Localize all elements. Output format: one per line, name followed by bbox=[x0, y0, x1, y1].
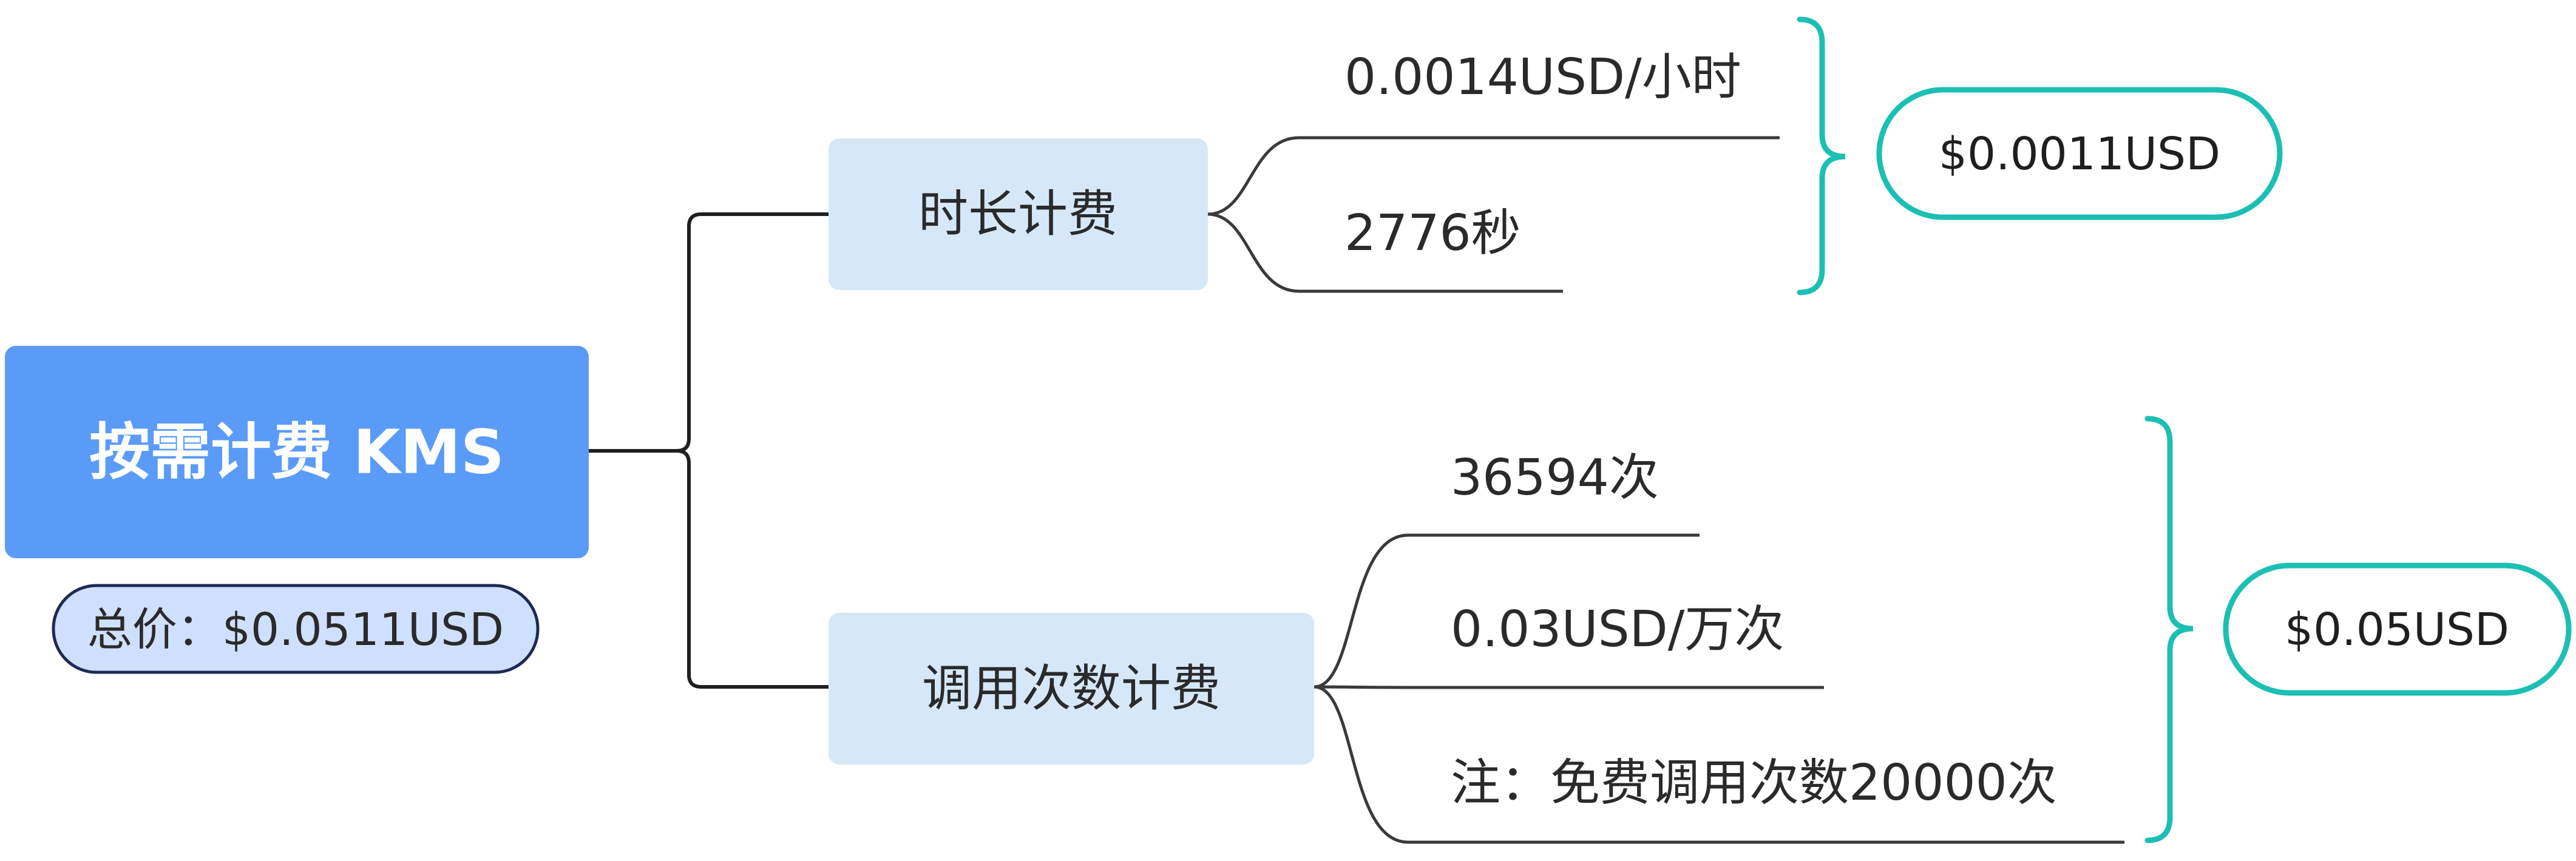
branch1-leaf-connector bbox=[1207, 136, 1780, 293]
result-duration-cost: $0.0011USD bbox=[1876, 87, 2283, 220]
branch-call-count-billing[interactable]: 调用次数计费 bbox=[829, 613, 1314, 765]
result-duration-pill bbox=[1876, 87, 2283, 220]
result-duration-text: $0.0011USD bbox=[1939, 128, 2220, 180]
root-branch-connector bbox=[589, 212, 829, 689]
leaf-call-count: 36594次 bbox=[1451, 449, 1659, 507]
leaf-duration-seconds: 2776秒 bbox=[1344, 204, 1521, 262]
result-call-count-text: $0.05USD bbox=[2285, 604, 2509, 656]
leaf-free-calls-note: 注：免费调用次数20000次 bbox=[1451, 754, 2057, 812]
branch-duration-label: 时长计费 bbox=[918, 186, 1117, 243]
root-node-box bbox=[5, 346, 589, 558]
branch-duration-billing[interactable]: 时长计费 bbox=[829, 138, 1208, 290]
total-price-pill bbox=[52, 584, 540, 674]
leaf-hourly-rate: 0.0014USD/小时 bbox=[1344, 49, 1741, 106]
brace-branch2 bbox=[2144, 416, 2194, 843]
root-node[interactable]: 按需计费 KMS bbox=[5, 346, 589, 558]
branch-duration-box bbox=[829, 138, 1208, 290]
branch-call-count-label: 调用次数计费 bbox=[922, 660, 1221, 718]
root-node-label: 按需计费 KMS bbox=[89, 417, 504, 488]
leaf-per-10k-rate: 0.03USD/万次 bbox=[1451, 601, 1784, 658]
result-call-count-cost: $0.05USD bbox=[2223, 562, 2572, 696]
brace-branch1 bbox=[1797, 16, 1846, 295]
total-price-badge: 总价：$0.0511USD bbox=[52, 584, 540, 674]
total-price-text: 总价：$0.0511USD bbox=[87, 604, 504, 656]
branch-call-count-box bbox=[829, 613, 1314, 765]
branch2-leaf-connector bbox=[1313, 533, 2124, 844]
result-call-count-pill bbox=[2223, 562, 2572, 696]
